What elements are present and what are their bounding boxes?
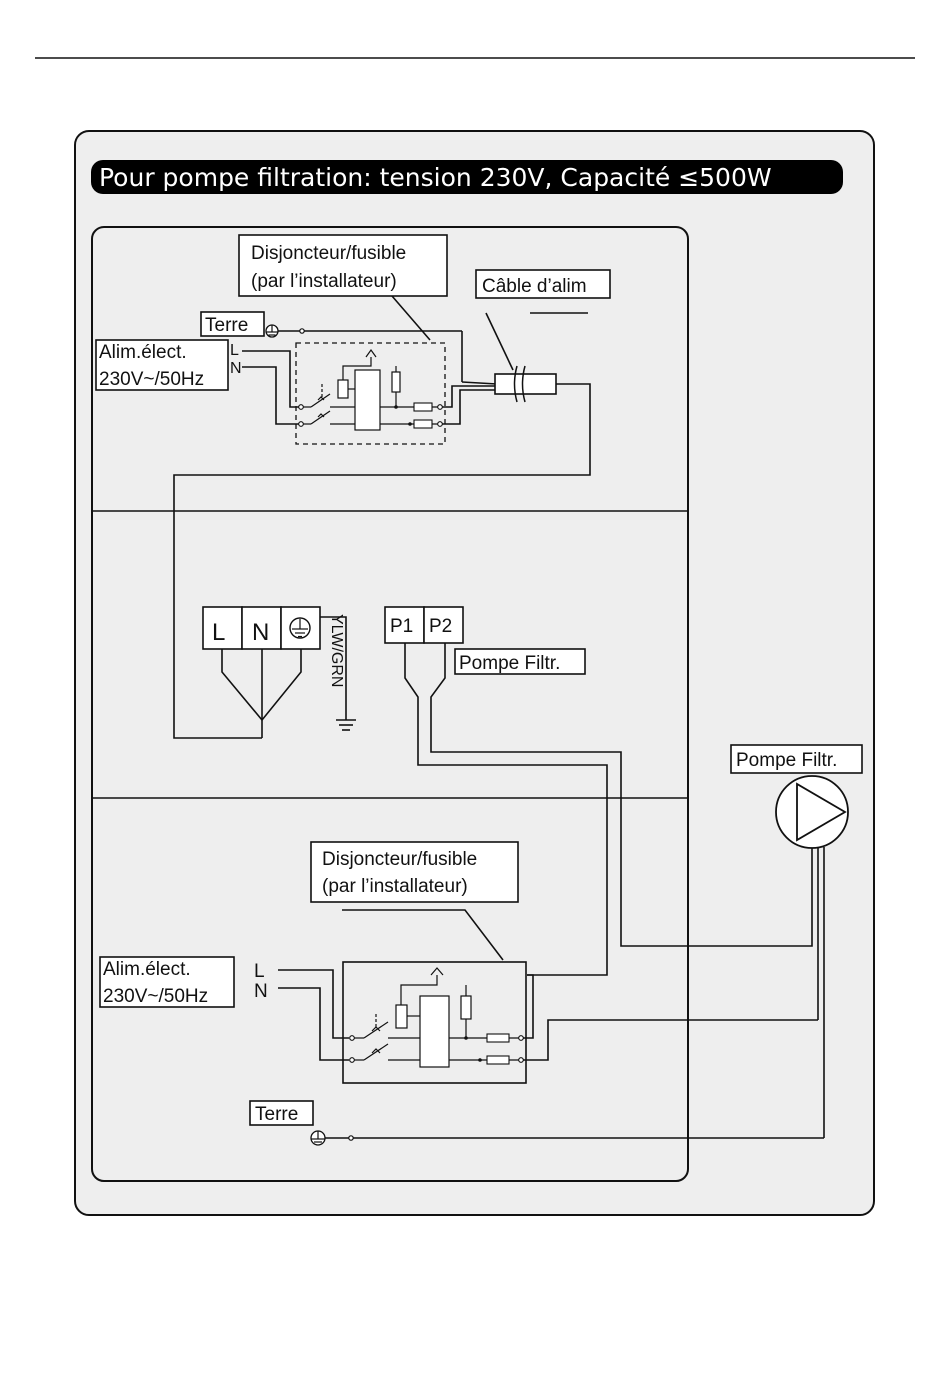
bottom-l-label: L — [254, 961, 265, 982]
terminal-p1: P1 — [390, 616, 413, 637]
middle-pump-label: Pompe Filtr. — [455, 649, 585, 674]
svg-text:Alim.élect.: Alim.élect. — [99, 342, 187, 363]
terminal-earth-icon — [290, 618, 310, 638]
page-title: Pour pompe filtration: tension 230V, Cap… — [99, 163, 772, 192]
bottom-breaker-label: Disjoncteur/fusible (par l’installateur) — [311, 842, 518, 902]
pump-terminal-block: P1 P2 — [385, 607, 463, 643]
top-n-label: N — [230, 360, 242, 377]
svg-text:Terre: Terre — [255, 1104, 298, 1125]
terminal-l: L — [212, 619, 225, 646]
svg-text:Câble d’alim: Câble d’alim — [482, 276, 587, 297]
bottom-earth-icon — [311, 1131, 325, 1145]
power-terminal-block: L N — [203, 607, 320, 649]
svg-text:Alim.élect.: Alim.élect. — [103, 959, 191, 980]
pump-label: Pompe Filtr. — [731, 745, 862, 773]
svg-text:230V~/50Hz: 230V~/50Hz — [99, 369, 204, 390]
top-l-label: L — [230, 342, 239, 359]
top-supply-label: Alim.élect. 230V~/50Hz — [96, 340, 228, 390]
terminal-n: N — [252, 619, 269, 646]
svg-text:230V~/50Hz: 230V~/50Hz — [103, 986, 208, 1007]
svg-text:Disjoncteur/fusible: Disjoncteur/fusible — [251, 243, 406, 264]
bottom-supply-label: Alim.élect. 230V~/50Hz — [100, 957, 234, 1007]
top-breaker-label: Disjoncteur/fusible (par l’installateur) — [239, 235, 447, 296]
cable-label: Câble d’alim — [476, 270, 610, 298]
top-earth-icon — [266, 325, 278, 337]
top-earth-label: Terre — [201, 312, 264, 336]
bottom-n-label: N — [254, 981, 268, 1002]
svg-text:Terre: Terre — [205, 315, 248, 336]
svg-text:(par l’installateur): (par l’installateur) — [322, 876, 468, 897]
terminal-p2: P2 — [429, 616, 452, 637]
yellow-green-label: YLW/GRN — [328, 614, 345, 687]
bottom-earth-label: Terre — [250, 1101, 313, 1125]
title-bar: Pour pompe filtration: tension 230V, Cap… — [91, 160, 843, 194]
svg-text:Pompe Filtr.: Pompe Filtr. — [459, 653, 560, 674]
svg-text:Pompe Filtr.: Pompe Filtr. — [736, 750, 837, 771]
svg-text:Disjoncteur/fusible: Disjoncteur/fusible — [322, 849, 477, 870]
svg-text:(par l’installateur): (par l’installateur) — [251, 271, 397, 292]
cable-symbol — [495, 374, 556, 394]
